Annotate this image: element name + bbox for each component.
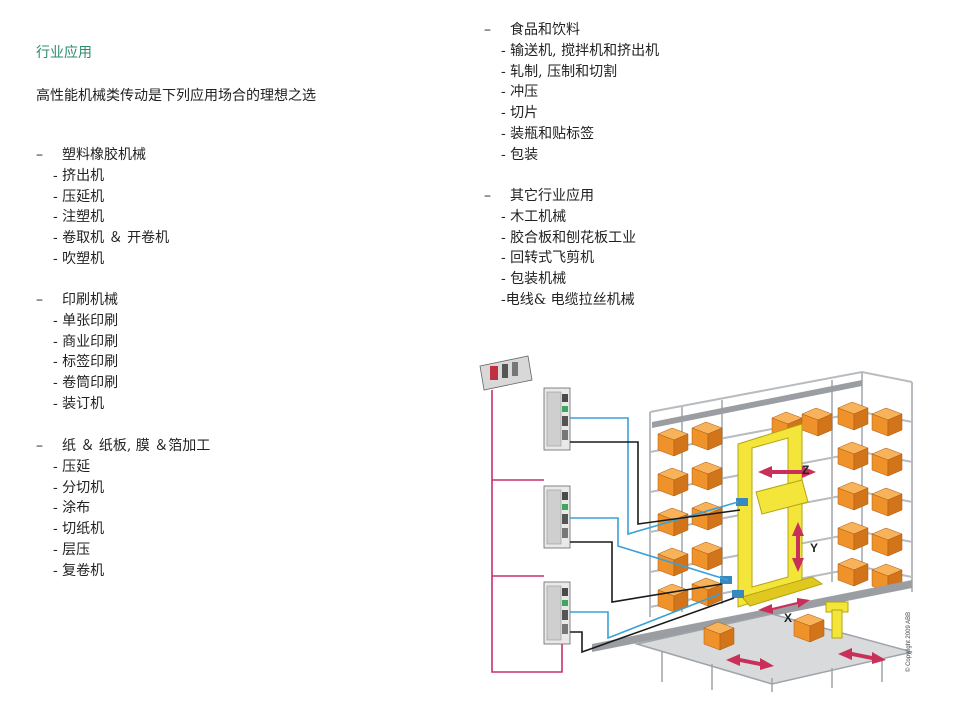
axis-label-y: Y bbox=[810, 541, 818, 555]
dash-mark: – bbox=[484, 188, 491, 204]
dash-mark: – bbox=[36, 147, 43, 163]
list-item: - 回转式飞剪机 bbox=[501, 250, 595, 267]
copyright-notice: © Copyright 2009 ABB bbox=[905, 612, 912, 672]
section-title: 纸 ＆ 纸板, 膜 ＆箔加工 bbox=[62, 438, 211, 454]
dash-mark: – bbox=[36, 292, 43, 308]
list-item: - 商业印刷 bbox=[53, 333, 119, 350]
list-item: - 单张印刷 bbox=[53, 312, 119, 329]
section-plastics: – 塑料橡胶机械 - 挤出机 - 压延机 - 注塑机 - 卷取机 ＆ 开卷机 - … bbox=[36, 145, 169, 270]
stacker-crane bbox=[737, 423, 849, 639]
list-item: - 装瓶和贴标签 bbox=[501, 125, 595, 142]
intro-text: 高性能机械类传动是下列应用场合的理想之选 bbox=[36, 88, 316, 104]
section-title: 其它行业应用 bbox=[510, 188, 594, 204]
warehouse-illustration: Z Y X © Copyright 2009 ABB bbox=[479, 355, 913, 692]
section-food: – 食品和饮料 - 输送机, 搅拌机和挤出机 - 轧制, 压制和切割 - 冲压 -… bbox=[484, 20, 659, 166]
list-item: - 包装 bbox=[501, 146, 539, 163]
controller-unit bbox=[479, 355, 533, 391]
section-title: 食品和饮料 bbox=[510, 22, 580, 38]
list-item: - 卷筒印刷 bbox=[53, 375, 119, 392]
list-item: - 输送机, 搅拌机和挤出机 bbox=[501, 42, 660, 59]
list-item: - 标签印刷 bbox=[53, 354, 119, 371]
floor-rail bbox=[592, 380, 912, 652]
axis-label-x: X bbox=[784, 611, 792, 625]
list-item: - 涂布 bbox=[53, 500, 91, 517]
list-item: - 压延 bbox=[53, 458, 91, 475]
list-item: - 注塑机 bbox=[53, 209, 105, 226]
list-item: - 切片 bbox=[501, 105, 539, 122]
dash-mark: – bbox=[36, 438, 43, 454]
drive-unit-2 bbox=[543, 485, 571, 549]
axis-label-z: Z bbox=[802, 463, 809, 477]
dash-mark: – bbox=[484, 22, 491, 38]
list-item: - 卷取机 ＆ 开卷机 bbox=[53, 230, 170, 247]
conveyor bbox=[634, 613, 913, 692]
section-title: 塑料橡胶机械 bbox=[62, 147, 146, 163]
list-item: - 冲压 bbox=[501, 84, 539, 101]
section-paper: – 纸 ＆ 纸板, 膜 ＆箔加工 - 压延 - 分切机 - 涂布 - 切纸机 - … bbox=[36, 436, 210, 582]
list-item: - 木工机械 bbox=[501, 208, 567, 225]
conveyor-box bbox=[703, 621, 735, 651]
cables bbox=[491, 390, 741, 673]
list-item: - 挤出机 bbox=[53, 167, 105, 184]
list-item: - 分切机 bbox=[53, 479, 105, 496]
list-item: - 层压 bbox=[53, 541, 91, 558]
list-item: - 轧制, 压制和切割 bbox=[501, 63, 618, 80]
list-item: - 包装机械 bbox=[501, 271, 567, 288]
list-item: -电线& 电缆拉丝机械 bbox=[501, 291, 635, 308]
list-item: - 压延机 bbox=[53, 188, 105, 205]
drive-unit-3 bbox=[543, 581, 571, 645]
section-heading: 行业应用 bbox=[36, 45, 92, 61]
motion-arrows bbox=[726, 466, 886, 670]
list-item: - 切纸机 bbox=[53, 521, 105, 538]
section-printing: – 印刷机械 - 单张印刷 - 商业印刷 - 标签印刷 - 卷筒印刷 - 装订机 bbox=[36, 290, 118, 415]
list-item: - 胶合板和刨花板工业 bbox=[501, 229, 637, 246]
list-item: - 装订机 bbox=[53, 395, 105, 412]
drive-unit-1 bbox=[543, 387, 571, 451]
conveyor-box bbox=[793, 613, 825, 643]
section-title: 印刷机械 bbox=[62, 292, 118, 308]
list-item: - 吹塑机 bbox=[53, 250, 105, 267]
section-other: – 其它行业应用 - 木工机械 - 胶合板和刨花板工业 - 回转式飞剪机 - 包装… bbox=[484, 186, 636, 311]
list-item: - 复卷机 bbox=[53, 562, 105, 579]
